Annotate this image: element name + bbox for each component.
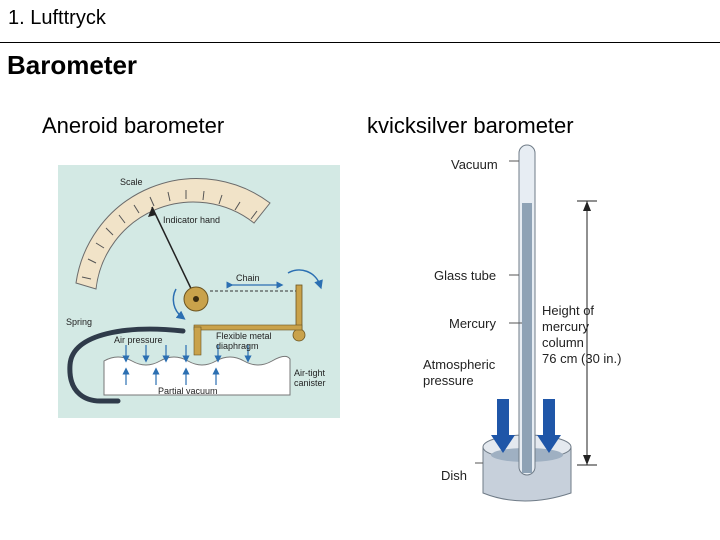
spring: [67, 326, 186, 404]
mercury-caption: kvicksilver barometer: [367, 113, 574, 138]
height-label-4: 76 cm (30 in.): [542, 351, 621, 366]
aneroid-barometer-diagram: Scale Indicator hand Chain Spring Air pr…: [58, 165, 340, 418]
air-tight-canister: [103, 355, 291, 396]
vacuum-label: Vacuum: [451, 157, 498, 172]
indicator-hand: [151, 206, 197, 300]
diaphragm-label-1: Flexible metal: [216, 331, 272, 341]
slide-title: Barometer: [7, 50, 138, 80]
indicator-hand-label: Indicator hand: [163, 215, 220, 225]
dish-label: Dish: [441, 468, 467, 483]
diaphragm-label-2: diaphragm: [216, 341, 259, 351]
header-divider: [0, 42, 720, 43]
scale-dial: [75, 178, 271, 290]
canister-label-1: Air-tight: [294, 368, 326, 378]
mercury-barometer-diagram: Vacuum Glass tube Mercury Height of merc…: [423, 144, 621, 502]
glass-tube-label: Glass tube: [434, 268, 496, 283]
mercury-label: Mercury: [449, 316, 496, 331]
air-pressure-arrows: [122, 345, 252, 385]
aneroid-caption: Aneroid barometer: [42, 113, 225, 138]
partial-vacuum-label: Partial vacuum: [158, 386, 218, 396]
atmospheric-label-2: pressure: [423, 373, 474, 388]
air-pressure-label: Air pressure: [114, 335, 163, 345]
chain-label: Chain: [236, 273, 260, 283]
scale-ticks: [81, 190, 258, 280]
height-label-3: column: [542, 335, 584, 350]
section-header: 1. Lufttryck: [8, 7, 106, 29]
atmospheric-pressure-arrows: [491, 399, 561, 453]
height-label-1: Height of: [542, 303, 594, 318]
mercury-column: [522, 203, 532, 473]
canister-label-2: canister: [294, 378, 326, 388]
spring-label: Spring: [66, 317, 92, 327]
height-label-2: mercury: [542, 319, 589, 334]
scale-label: Scale: [120, 177, 143, 187]
atmospheric-label-1: Atmospheric: [423, 357, 496, 372]
